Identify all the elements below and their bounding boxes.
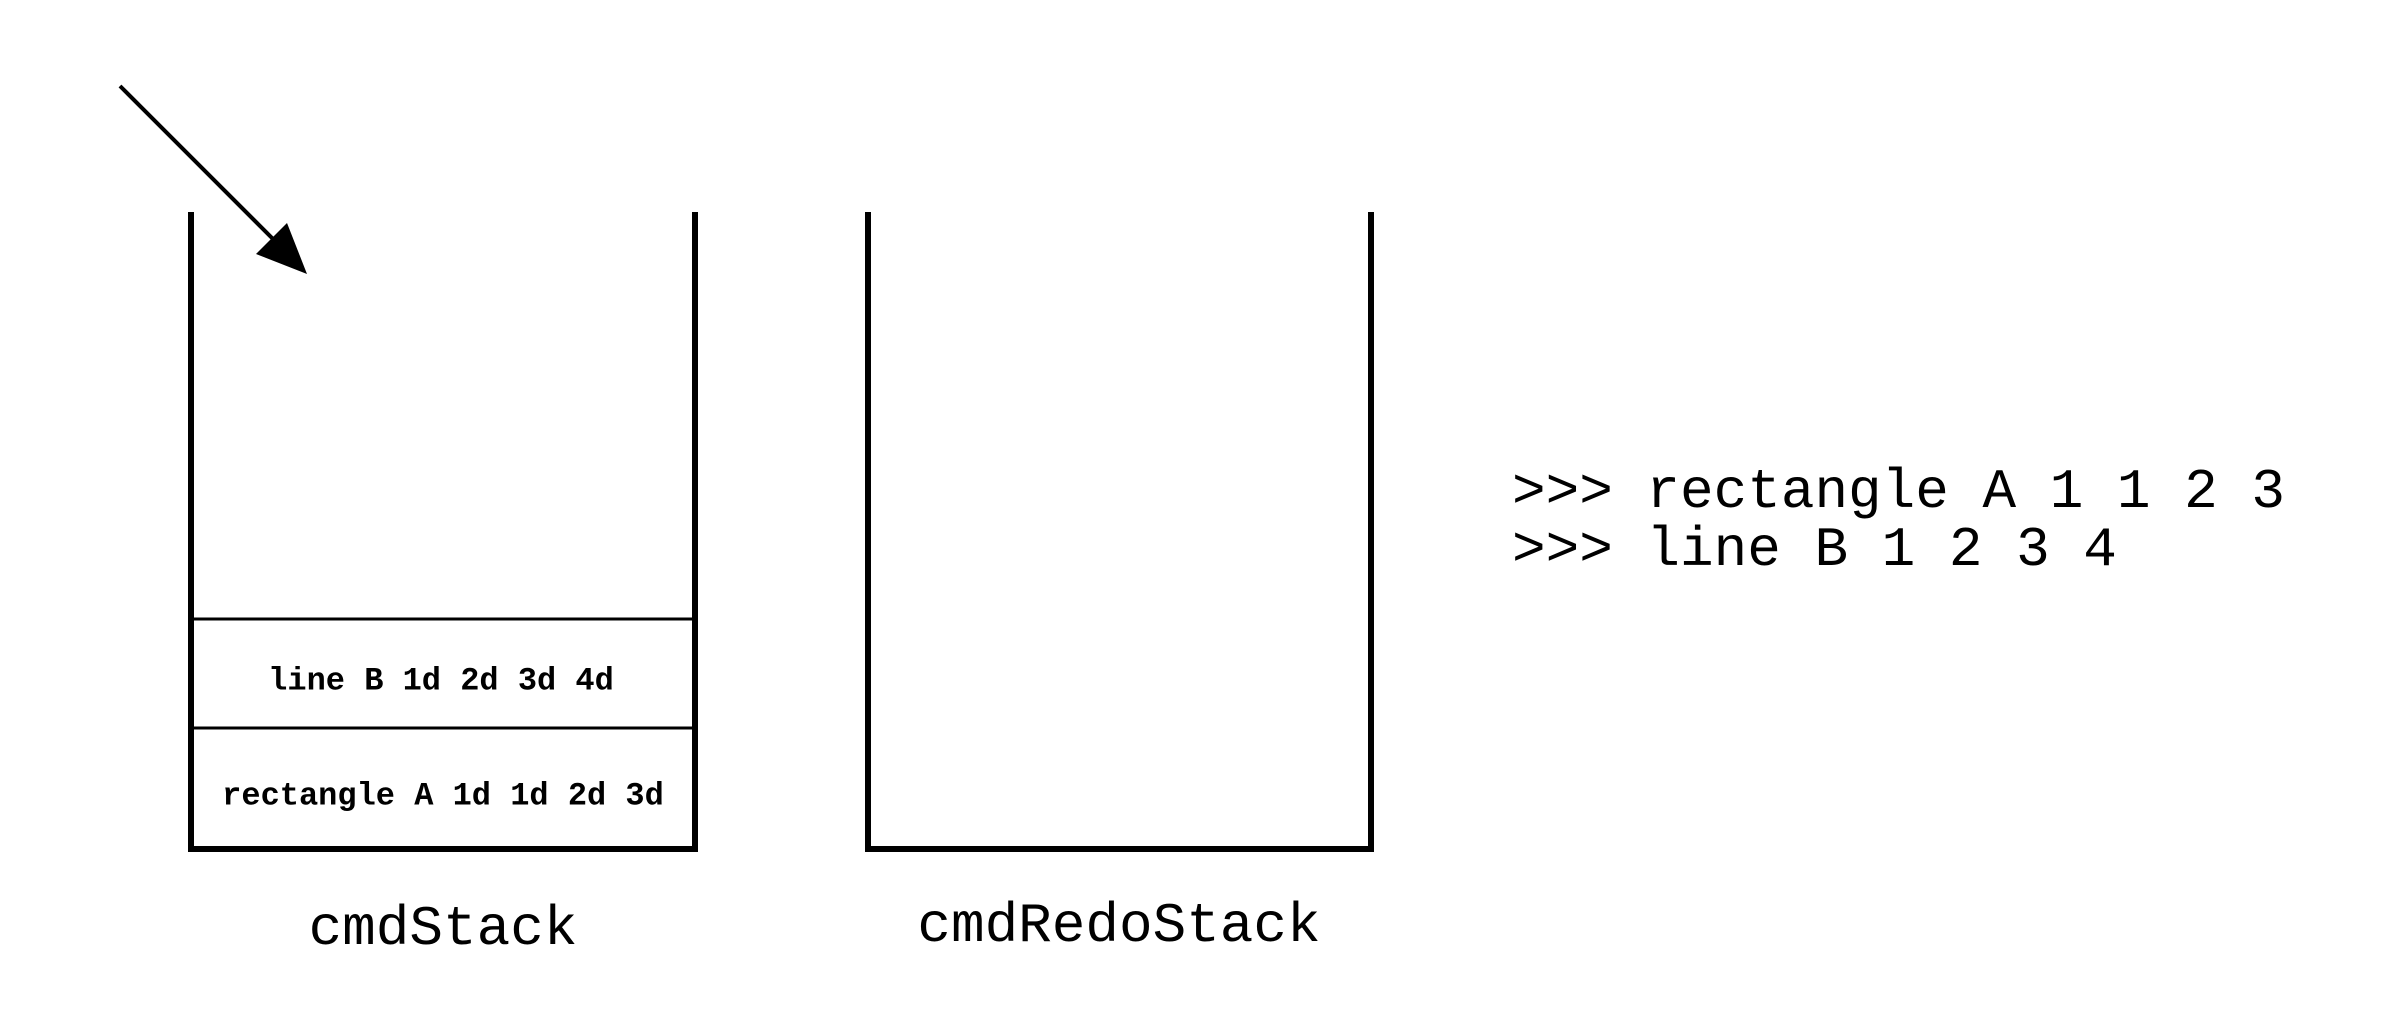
cmd-stack-label: cmdStack: [309, 897, 578, 961]
console-line: >>> line B 1 2 3 4: [1512, 518, 2117, 582]
cmd-redo-stack: cmdRedoStack: [865, 212, 1374, 958]
console-line: >>> rectangle A 1 1 2 3: [1512, 460, 2285, 524]
cmd-redo-stack-outline: [865, 212, 1374, 852]
pointer-arrow-icon: [118, 84, 307, 274]
stack-item-top: line B 1d 2d 3d 4d: [268, 662, 614, 699]
stack-item-bottom: rectangle A 1d 1d 2d 3d: [222, 777, 664, 814]
console-output: >>> rectangle A 1 1 2 3 >>> line B 1 2 3…: [1512, 460, 2285, 582]
cmd-stack-outline: [188, 212, 698, 852]
cmd-redo-stack-label: cmdRedoStack: [917, 894, 1320, 958]
cmd-stack: line B 1d 2d 3d 4d rectangle A 1d 1d 2d …: [188, 212, 698, 961]
